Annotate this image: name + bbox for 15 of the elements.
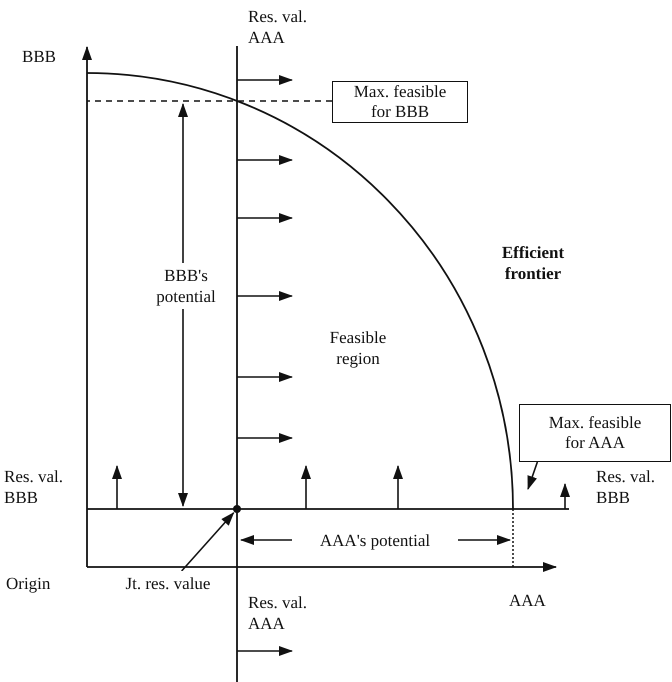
axis-label: Res. val. AAA	[248, 6, 308, 48]
leader-line	[527, 462, 538, 490]
axis-label: Origin	[6, 573, 52, 594]
callout-box: Max. feasible for AAA	[519, 404, 671, 462]
dashed-line	[87, 100, 332, 102]
point-marker	[233, 505, 241, 513]
leader-line	[181, 512, 234, 572]
axis-label: BBB	[22, 46, 58, 67]
axis-label: AAA	[509, 590, 547, 611]
curve-label: Efficient frontier	[500, 242, 566, 284]
callout-box: Max. feasible for BBB	[332, 81, 468, 123]
axis-label: Res. val. BBB	[596, 466, 656, 508]
axis-label: Feasible region	[328, 327, 388, 369]
axis-label: Res. val. AAA	[248, 592, 308, 634]
axis-label: Res. val. BBB	[4, 466, 64, 508]
